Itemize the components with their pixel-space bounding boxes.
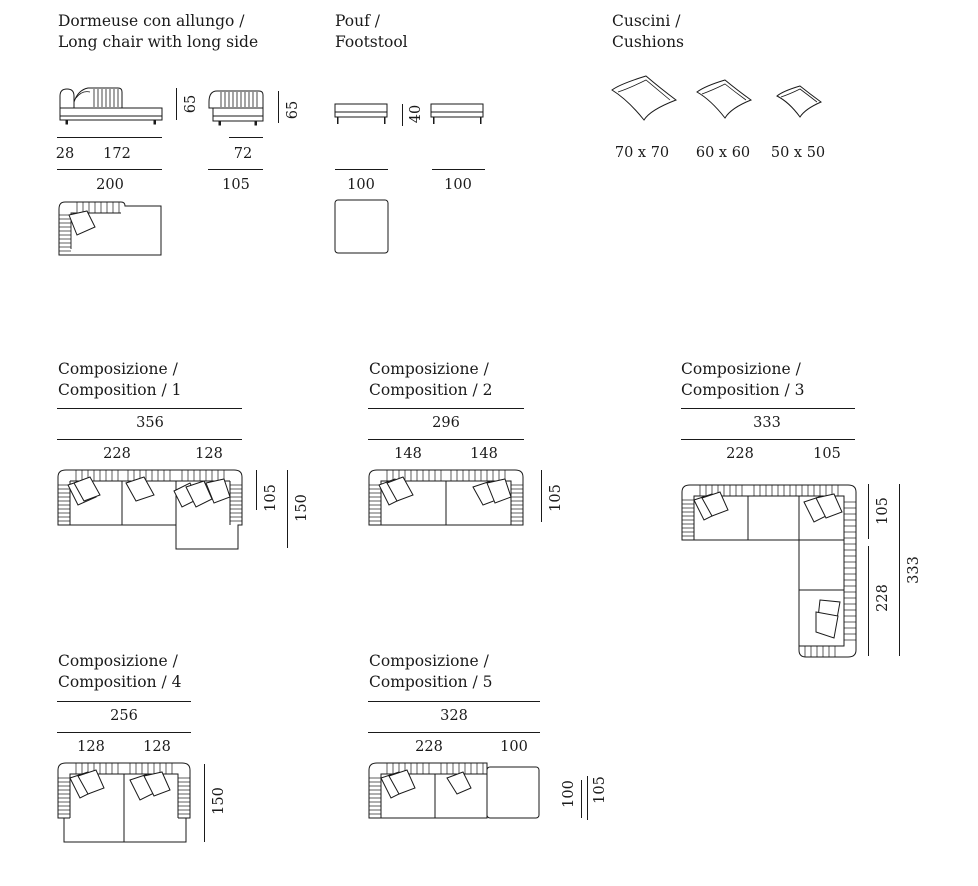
comp5-total-line (368, 701, 540, 702)
comp4-a-label: 128 (77, 739, 105, 755)
comp3-plan-view (680, 482, 860, 662)
comp1-plan-view (56, 467, 246, 553)
pouf-plan-view (334, 199, 390, 255)
comp1-depth-total-line (287, 470, 288, 548)
pouf-width-label-a: 100 (347, 177, 375, 193)
comp5-depth-a-line (581, 780, 582, 818)
comp4-depth-line (204, 764, 205, 842)
cushion-size-70: 70 x 70 (614, 145, 670, 161)
dormeuse-end-depth-label: 72 (233, 146, 253, 162)
comp5-segment-line (368, 732, 540, 733)
comp3-b-label: 105 (813, 446, 841, 462)
pouf-side-view-b (430, 102, 486, 124)
comp3-depth-side-label: 228 (875, 584, 891, 612)
comp5-total-label: 328 (440, 708, 468, 724)
dormeuse-total-line (57, 169, 162, 170)
comp1-depth-line (256, 470, 257, 510)
comp1-b-label: 128 (195, 446, 223, 462)
cuscini-title: Cuscini / Cushions (612, 12, 685, 51)
comp2-a-label: 148 (394, 446, 422, 462)
dormeuse-seat-line (57, 137, 162, 138)
pouf-height-label-a: 40 (408, 104, 424, 124)
comp3-depth-top-label: 105 (875, 497, 891, 525)
comp2-b-label: 148 (470, 446, 498, 462)
dormeuse-height-label: 65 (183, 94, 199, 114)
dormeuse-end-depth-line (229, 137, 263, 138)
dormeuse-end-height-line (278, 91, 279, 123)
comp3-segment-line (681, 439, 855, 440)
comp2-depth-line (541, 470, 542, 522)
comp4-title: Composizione / Composition / 4 (58, 652, 182, 691)
dormeuse-end-view (207, 88, 265, 128)
cushion-size-50: 50 x 50 (770, 145, 826, 161)
dormeuse-end-width-label: 105 (222, 177, 250, 193)
comp3-total-line (681, 408, 855, 409)
dormeuse-arm-label: 28 (55, 146, 75, 162)
comp3-total-label: 333 (753, 415, 781, 431)
cushion-50-icon (775, 84, 825, 120)
comp4-plan-view (56, 760, 196, 846)
comp1-depth-total-label: 150 (294, 494, 310, 522)
comp2-total-label: 296 (432, 415, 460, 431)
pouf-width-line-a (335, 169, 388, 170)
pouf-width-line-b (432, 169, 485, 170)
comp1-segment-line (57, 439, 242, 440)
comp5-plan-view (367, 760, 545, 822)
cushion-60-icon (695, 78, 755, 120)
comp3-title: Composizione / Composition / 3 (681, 360, 805, 399)
cushion-70-icon (610, 74, 680, 122)
comp1-title: Composizione / Composition / 1 (58, 360, 182, 399)
dormeuse-end-width-line (208, 169, 263, 170)
comp3-a-label: 228 (726, 446, 754, 462)
comp3-depth-top-line (868, 484, 869, 539)
pouf-height-line (402, 104, 403, 126)
comp4-segment-line (57, 732, 191, 733)
comp3-depth-total-line (899, 484, 900, 656)
comp4-total-label: 256 (110, 708, 138, 724)
comp2-title: Composizione / Composition / 2 (369, 360, 493, 399)
comp5-depth-a-label: 100 (561, 780, 577, 808)
comp4-b-label: 128 (143, 739, 171, 755)
dormeuse-end-height-label: 65 (285, 100, 301, 120)
dormeuse-side-view (58, 84, 178, 126)
dormeuse-height-line (176, 88, 177, 120)
comp5-depth-b-label: 105 (592, 776, 608, 804)
comp5-title: Composizione / Composition / 5 (369, 652, 493, 691)
comp4-total-line (57, 701, 191, 702)
cushion-size-60: 60 x 60 (695, 145, 751, 161)
comp1-total-line (57, 408, 242, 409)
dormeuse-total-label: 200 (96, 177, 124, 193)
dormeuse-seat-label: 172 (103, 146, 131, 162)
comp4-depth-label: 150 (211, 787, 227, 815)
comp1-total-label: 356 (136, 415, 164, 431)
comp2-total-line (368, 408, 524, 409)
pouf-width-label-b: 100 (444, 177, 472, 193)
dormeuse-plan-view (57, 199, 164, 259)
comp3-depth-side-line (868, 546, 869, 656)
comp3-depth-total-label: 333 (906, 556, 922, 584)
comp1-depth-label: 105 (263, 484, 279, 512)
dormeuse-title: Dormeuse con allungo / Long chair with l… (58, 12, 259, 51)
comp5-depth-b-line (587, 776, 588, 820)
comp2-plan-view (367, 467, 529, 529)
comp1-a-label: 228 (103, 446, 131, 462)
pouf-side-view-a (334, 102, 390, 124)
comp2-depth-label: 105 (548, 484, 564, 512)
comp2-segment-line (368, 439, 524, 440)
comp5-a-label: 228 (415, 739, 443, 755)
pouf-title: Pouf / Footstool (335, 12, 408, 51)
comp5-b-label: 100 (500, 739, 528, 755)
